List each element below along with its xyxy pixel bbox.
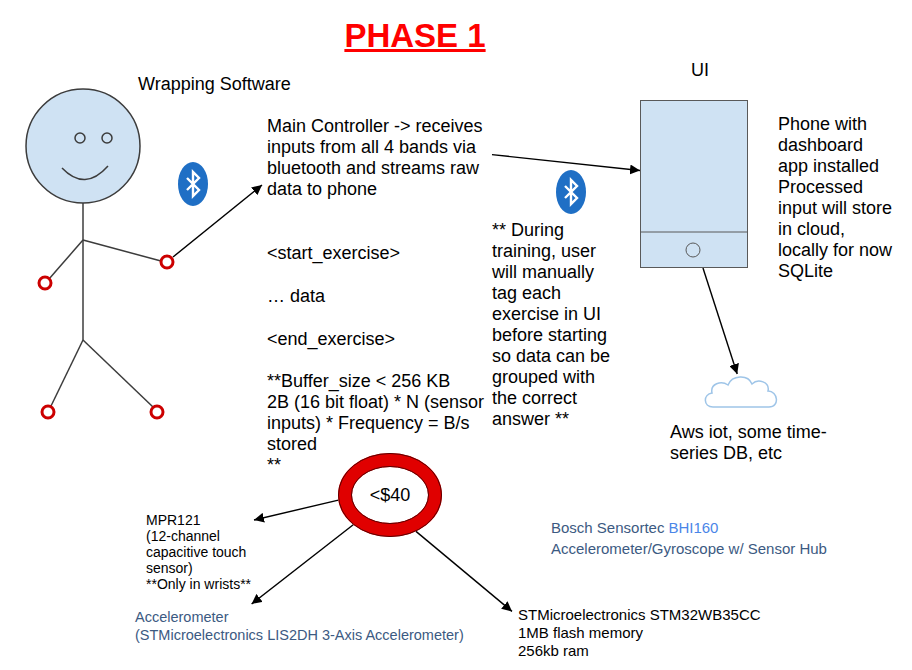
- protocol-tag: <start_exercise>: [267, 243, 400, 264]
- band-marker: [42, 406, 54, 418]
- training-note: ** During training, user will manually t…: [492, 220, 616, 430]
- bluetooth-badge: [556, 170, 586, 214]
- arrow-connector: [254, 500, 338, 520]
- figure-smile: [62, 166, 108, 180]
- accelerometer-note: Accelerometer(STMicroelectronics LIS2DH …: [135, 604, 480, 644]
- figure-eye: [75, 133, 85, 143]
- bluetooth-badge: [178, 162, 208, 206]
- band-marker: [161, 256, 173, 268]
- phone-outline: UI: [640, 100, 748, 268]
- phone-home-button: [686, 243, 700, 257]
- cost-ring: <$40: [338, 453, 442, 537]
- cloud-shape: Aws iot, some time-series DB, etc: [703, 374, 779, 408]
- buffer-note: **: [267, 455, 281, 476]
- figure-heading: Wrapping Software: [138, 74, 291, 95]
- arrow-connector: [703, 268, 737, 374]
- phone-body: [641, 101, 748, 268]
- ui-heading: UI: [691, 60, 709, 81]
- bluetooth-icon: [556, 170, 586, 214]
- buffer-note: **Buffer_size < 256 KB: [267, 371, 450, 392]
- part-spec: 1MB flash memory: [518, 624, 782, 642]
- protocol-tag: … data: [267, 286, 325, 307]
- bluetooth-rune: [187, 172, 199, 196]
- ring-band: [345, 460, 435, 530]
- buffer-note: 2B (16 bit float) * N (sensor inputs) * …: [267, 392, 499, 455]
- part-description: (12-channel capacitive touch sensor): [146, 528, 252, 576]
- part-description: (STMicroelectronics LIS2DH 3-Axis Accele…: [135, 626, 480, 644]
- protocol-tag: <end_exercise>: [267, 329, 395, 350]
- figure-arm: [83, 240, 161, 261]
- figure-leg: [51, 340, 83, 406]
- sensor-band: [39, 256, 173, 418]
- controller-text: Main Controller -> receives inputs from …: [267, 116, 492, 200]
- phone-graphic: [640, 100, 748, 268]
- arrow-connector: [492, 155, 640, 171]
- ring-edge: [339, 454, 442, 537]
- cloud-graphic: [703, 374, 779, 408]
- band-marker: [151, 406, 163, 418]
- sensor-part-link: BHI160: [668, 517, 718, 538]
- figure-leg: [83, 340, 153, 407]
- sensor-description: Accelerometer/Gyroscope w/ Sensor Hub: [551, 538, 827, 559]
- page-title: PHASE 1: [344, 16, 485, 56]
- figure-head: [26, 89, 140, 203]
- cloud-text: Aws iot, some time-series DB, etc: [670, 422, 830, 464]
- arrow-connector: [252, 525, 354, 604]
- figure-arm: [49, 240, 83, 279]
- part-name: Accelerometer: [135, 608, 480, 626]
- band-marker: [39, 277, 51, 289]
- part-name: STMicroelectronics STM32WB35CC: [518, 606, 782, 624]
- phone-divider: [641, 232, 748, 233]
- part-spec: 256kb ram: [518, 642, 782, 660]
- touch-sensor-note: MPR121(12-channel capacitive touch senso…: [146, 512, 254, 592]
- part-note: **Only in wrists**: [146, 576, 252, 592]
- bluetooth-rune: [565, 180, 577, 204]
- stick-figure: [26, 89, 161, 407]
- arrow-connector: [416, 531, 512, 611]
- phone-note: Phone with dashboard app installed Proce…: [778, 114, 895, 282]
- part-name: MPR121: [146, 512, 252, 528]
- mcu-note: STMicroelectronics STM32WB35CC1MB flash …: [512, 606, 782, 660]
- bluetooth-icon: [178, 162, 208, 206]
- figure-body: [82, 203, 84, 340]
- figure-eye: [102, 133, 112, 143]
- cost-text: <$40: [370, 485, 411, 506]
- sensor-vendor: Bosch Sensortec: [551, 517, 664, 538]
- controller-note: Main Controller -> receives inputs from …: [267, 116, 492, 200]
- ring-edge: [352, 467, 429, 524]
- cloud-outline: [705, 377, 776, 407]
